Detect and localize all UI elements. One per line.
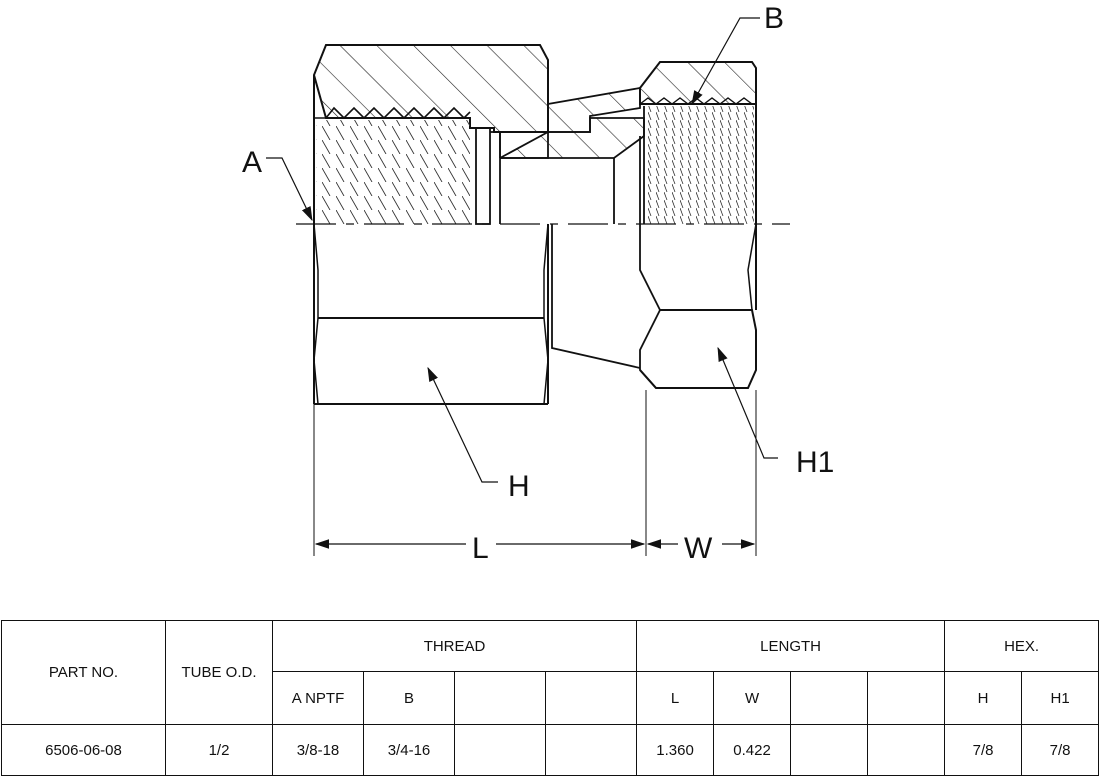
- right-hex-nut: [639, 223, 757, 389]
- label-a: A: [242, 146, 262, 179]
- subheader-b: B: [363, 671, 455, 725]
- cell-thread-blank-1: [454, 724, 546, 776]
- table-header-row: PART NO. TUBE O.D. THREAD LENGTH HEX.: [1, 620, 1100, 725]
- dimension-lines: [313, 390, 757, 556]
- header-part-no: PART NO.: [1, 620, 166, 725]
- subheader-h: H: [944, 671, 1023, 725]
- subheader-thread-blank-2: [544, 671, 638, 725]
- subheader-h1: H1: [1021, 671, 1100, 725]
- label-h: H: [508, 470, 530, 503]
- cell-length-blank-2: [867, 724, 946, 776]
- subheader-length-blank-2: [867, 671, 946, 725]
- header-thread: THREAD: [271, 620, 638, 672]
- left-body-section: [312, 44, 549, 225]
- label-h1: H1: [796, 446, 834, 479]
- label-b: B: [764, 2, 784, 35]
- cell-l: 1.360: [636, 724, 715, 776]
- fitting-drawing: A B H H1 L W: [242, 2, 834, 565]
- cell-h: 7/8: [944, 724, 1023, 776]
- neck-section: [499, 86, 645, 369]
- right-nut-section: [639, 61, 757, 224]
- spec-table: PART NO. TUBE O.D. THREAD LENGTH HEX. A …: [1, 620, 1100, 776]
- cell-a-nptf: 3/8-18: [272, 724, 364, 776]
- subheader-length-blank-1: [790, 671, 869, 725]
- cell-part-no: 6506-06-08: [1, 724, 166, 776]
- subheader-w: W: [713, 671, 792, 725]
- cell-thread-blank-2: [544, 724, 638, 776]
- label-l: L: [472, 532, 489, 565]
- cell-b: 3/4-16: [363, 724, 455, 776]
- subheader-l: L: [636, 671, 715, 725]
- header-length: LENGTH: [636, 620, 946, 672]
- subheader-a-nptf: A NPTF: [272, 671, 364, 725]
- table-row: 6506-06-08 1/2 3/8-18 3/4-16 1.360 0.422…: [1, 724, 1100, 776]
- cell-tube-od: 1/2: [165, 724, 273, 776]
- cell-length-blank-1: [790, 724, 869, 776]
- header-hex: HEX.: [944, 620, 1100, 672]
- left-hex-body: [313, 75, 549, 405]
- leader-lines: [266, 17, 778, 483]
- cell-h1: 7/8: [1021, 724, 1100, 776]
- cell-w: 0.422: [713, 724, 792, 776]
- subheader-thread-blank-1: [454, 671, 546, 725]
- header-tube-od: TUBE O.D.: [165, 620, 273, 725]
- label-w: W: [684, 532, 713, 565]
